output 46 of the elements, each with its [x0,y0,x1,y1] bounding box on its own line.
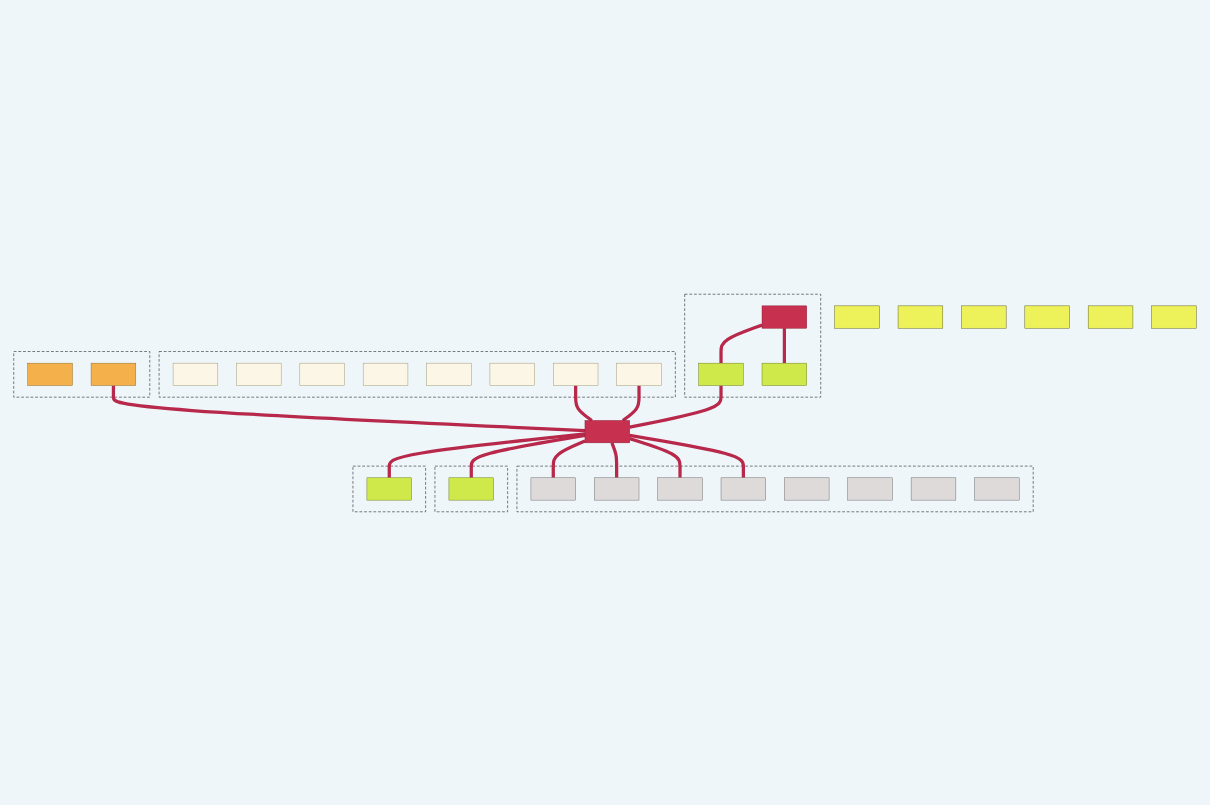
node-box [90,362,137,386]
node-box [426,362,472,386]
node-box [761,362,807,386]
node-box [530,477,576,500]
node-box [366,477,412,500]
node-box [489,362,535,386]
connector [629,433,745,478]
connector [782,327,786,363]
node-box [448,477,494,500]
node-box [299,362,345,386]
node-box [1024,305,1070,328]
node-bar [584,419,630,443]
node-box [834,305,880,328]
connector [111,385,586,432]
node-box [172,362,219,386]
connector [610,441,619,478]
node-box [553,362,599,386]
node-box [236,362,282,386]
connector [551,439,586,478]
node-box [27,362,73,386]
node-box [897,305,944,328]
node-box [974,477,1020,500]
cluster [13,350,151,398]
node-box [616,362,662,386]
connector [629,385,723,429]
cluster [352,465,426,512]
node-box [1151,305,1197,328]
node-box [961,305,1007,328]
node-box [910,477,957,500]
cluster [158,350,676,398]
node-box [657,477,703,500]
connector [719,323,763,363]
connector [387,431,586,478]
cluster [684,293,822,398]
node-box [720,477,766,500]
node-box [362,362,409,386]
node-box [784,477,830,500]
connector [469,433,586,478]
cluster [434,465,508,512]
node-bar [761,305,807,328]
node-box [594,477,640,500]
cluster [516,465,1034,512]
node-box [1087,305,1134,328]
connector [629,436,682,478]
node-box [698,362,744,386]
node-box [847,477,893,500]
